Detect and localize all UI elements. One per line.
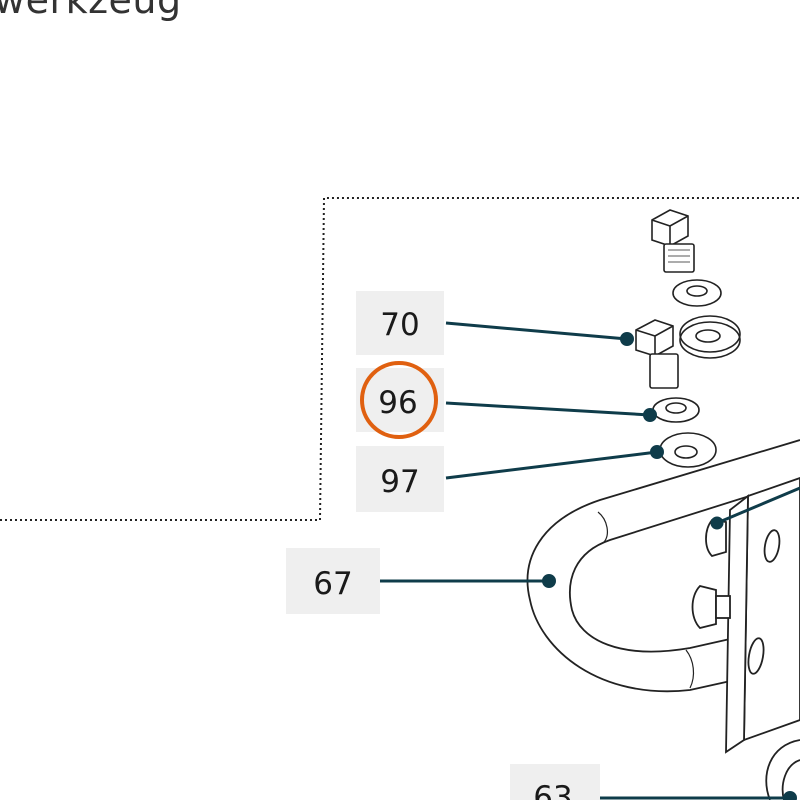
leader-97 [445,450,658,480]
callout-67: 67 [286,548,380,614]
callout-70: 70 [356,291,444,355]
leader-96-dot [643,408,657,422]
bolt-70-drawing [635,319,679,389]
leader-97-dot [650,445,664,459]
leader-bracket [716,486,800,525]
leader-70 [445,321,628,341]
callout-63: 63 [510,764,600,800]
leader-70-dot [620,332,634,346]
page-heading: werkzeug [0,0,182,22]
detail-boundary [0,197,800,521]
callout-63-label: 63 [533,780,572,800]
callout-96-label: 96 [378,385,417,421]
washer-97-drawing [659,432,717,468]
bracket-plate-drawing [691,477,800,754]
handle-67-drawing [526,439,800,693]
callout-67-label: 67 [313,566,352,602]
leader-96 [445,401,651,417]
callout-97-label: 97 [380,464,419,500]
washer-96-drawing [652,397,700,423]
upper-bolt-drawing [651,209,695,273]
callout-70-label: 70 [380,307,419,343]
leader-63-dot [783,791,797,800]
callout-97: 97 [356,446,444,512]
leader-bracket-dot [710,516,724,530]
round-part-63-drawing [765,739,800,800]
highlight-circle [360,361,438,439]
leader-67-dot [542,574,556,588]
upper-washers-drawing [672,279,741,359]
leader-lines [380,321,800,800]
callout-96: 96 [356,361,444,439]
